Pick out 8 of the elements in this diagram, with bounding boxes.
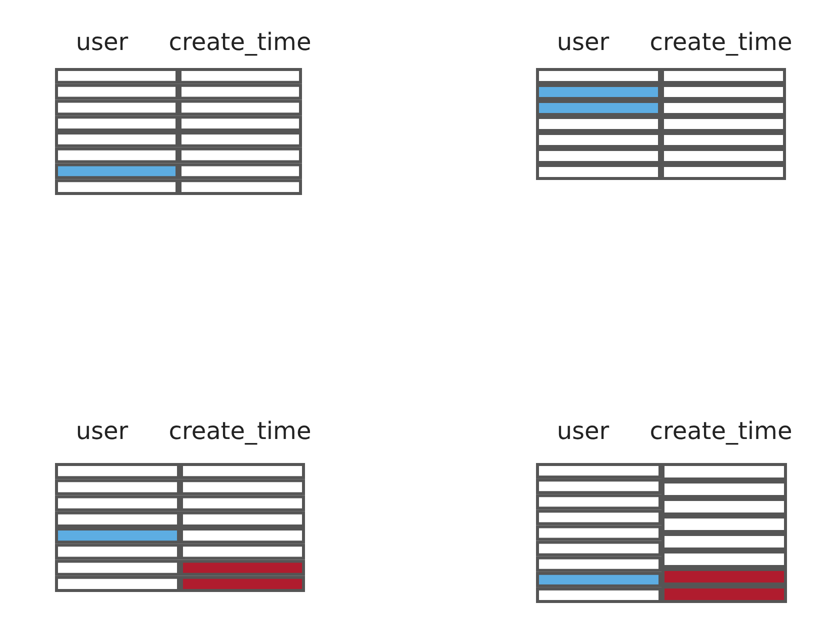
- column-header: user: [556, 28, 610, 56]
- column-header: create_time: [650, 417, 792, 445]
- column-header: user: [76, 28, 128, 56]
- column-header: create_time: [650, 28, 792, 56]
- column-header: create_time: [168, 417, 312, 445]
- column-header: user: [76, 417, 128, 445]
- column-header: create_time: [168, 28, 312, 56]
- column-header: user: [556, 417, 610, 445]
